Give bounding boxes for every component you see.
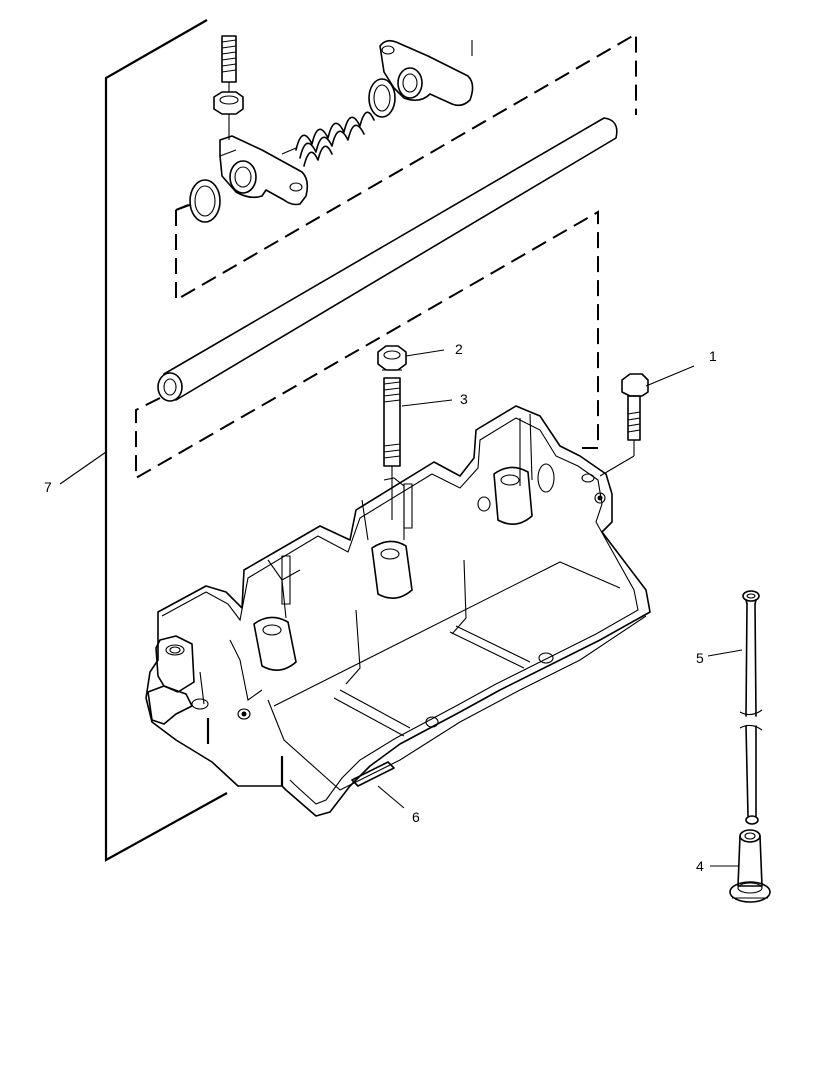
part-5-pushrod [739,590,763,825]
rocker-housing [145,405,651,817]
part-1-bolt [599,373,649,477]
callout-1: 1 [709,348,717,364]
callout-3: 3 [460,391,468,407]
part-4-lifter [729,829,771,903]
thrust-washer-left [175,179,221,223]
leader-lines [59,349,743,867]
thrust-washer-right [368,78,396,118]
callout-7: 7 [44,479,52,495]
middle-dashed-enclosure [135,210,599,480]
callout-2: 2 [455,341,463,357]
rocker-arm-left [219,135,309,206]
callout-6: 6 [412,809,420,825]
rocker-shaft [157,117,618,402]
assembly-bracket [104,19,228,862]
locknut [213,91,244,140]
part-3-stud [383,377,401,520]
rocker-arm-right [379,39,474,107]
rocker-spring [281,111,375,167]
callout-5: 5 [696,650,704,666]
adjusting-stud [221,35,237,92]
part-2-nut [377,345,407,371]
callout-4: 4 [696,858,704,874]
